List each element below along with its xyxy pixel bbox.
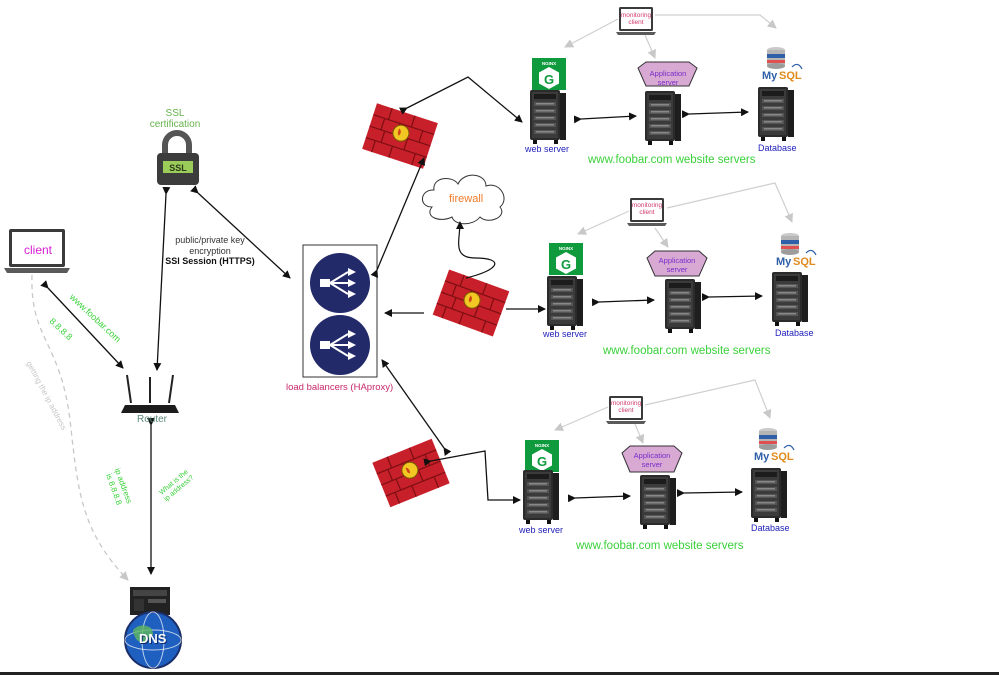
- padlock-icon: SSL: [157, 130, 199, 185]
- client-dns-dashed-edge: [31, 274, 129, 581]
- nginx-icon: [525, 440, 559, 472]
- dns-server-icon: [130, 587, 170, 615]
- database-label: Database: [775, 328, 814, 338]
- server-cluster: [523, 379, 795, 529]
- server-tower-icon: [640, 475, 676, 529]
- mysql-icon: [753, 427, 795, 464]
- svg-text:SSL: SSL: [169, 163, 187, 173]
- dns-label: DNS: [139, 631, 167, 646]
- cloud-icon: [422, 174, 505, 225]
- app-server-label: Application server: [649, 69, 687, 87]
- database-label: Database: [758, 143, 797, 153]
- monitoring-client-label: monitoring client: [620, 12, 652, 27]
- edge-label-ssl-session: SSl Session (HTTPS): [165, 256, 255, 266]
- server-tower-icon: [758, 87, 794, 141]
- app-server-shape: [637, 61, 698, 87]
- app-server-shape: [646, 250, 708, 277]
- firewall1-web-edge: [398, 76, 523, 123]
- app-server-label: Application server: [633, 451, 671, 469]
- app-server-label: Application server: [658, 256, 696, 274]
- client-label: client: [24, 243, 53, 257]
- ssl-label: SSL certification: [149, 108, 201, 130]
- firewall-icon: [432, 268, 510, 338]
- firewall-icon: [361, 102, 439, 170]
- web-server-label: web server: [519, 525, 564, 535]
- edge-label-key-encryption: public/private key encryption: [175, 235, 245, 256]
- router-icon: [121, 374, 179, 413]
- firewall3-web-edge: [423, 450, 521, 504]
- mysql-icon: [775, 232, 817, 269]
- nginx-icon: [549, 243, 583, 275]
- load-balancer-label: load balancers (HAproxy): [286, 382, 394, 393]
- site-label: www.foobar.com website servers: [588, 154, 756, 166]
- server-tower-icon: [665, 279, 701, 333]
- site-label: www.foobar.com website servers: [576, 540, 744, 552]
- monitoring-client-label: monitoring client: [610, 400, 642, 415]
- load-balancer-icon: [309, 314, 371, 376]
- web-server-label: web server: [525, 144, 570, 154]
- dns-globe-icon: [124, 611, 182, 669]
- mysql-icon: [761, 46, 803, 83]
- bottom-border: [0, 672, 999, 675]
- ssl-loadbalancer-edge: [190, 185, 291, 279]
- server-tower-icon: [547, 276, 583, 330]
- lb-firewall1-edge: [370, 157, 425, 279]
- server-tower-icon: [645, 91, 681, 145]
- firewall-label: firewall: [449, 193, 484, 205]
- server-tower-icon: [523, 470, 559, 524]
- database-label: Database: [751, 523, 790, 533]
- router-label: Router: [137, 414, 168, 425]
- nginx-icon: [532, 58, 566, 90]
- load-balancer-group: [302, 244, 378, 378]
- firewall-icon: [371, 438, 451, 508]
- client-router-edge: [40, 280, 124, 369]
- monitoring-client-label: monitoring client: [631, 202, 663, 217]
- server-cluster: [530, 7, 803, 145]
- lb-firewall3-edge: [381, 359, 452, 457]
- site-label: www.foobar.com website servers: [603, 345, 771, 357]
- ssl-router-edge: [153, 186, 171, 371]
- server-tower-icon: [530, 90, 566, 144]
- server-cluster: [547, 182, 817, 333]
- app-server-shape: [621, 445, 683, 473]
- load-balancer-icon: [309, 252, 371, 314]
- server-tower-icon: [751, 468, 787, 522]
- server-tower-icon: [772, 272, 808, 326]
- firewall-cloud-edge: [455, 221, 496, 279]
- web-server-label: web server: [543, 329, 588, 339]
